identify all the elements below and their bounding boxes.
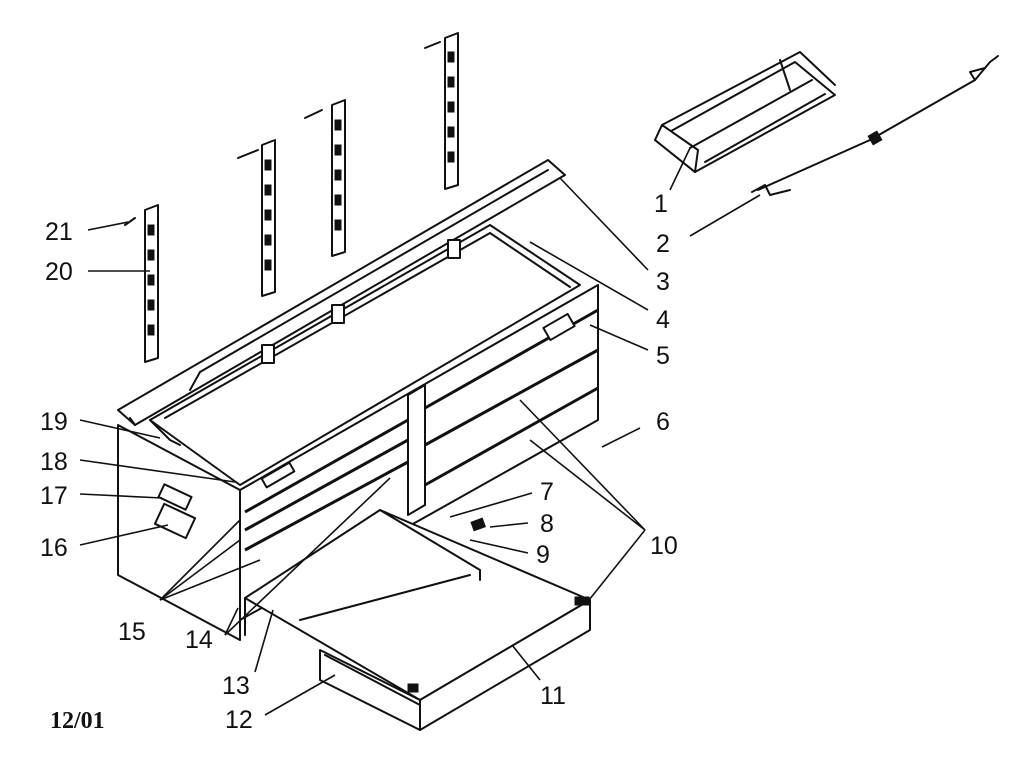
callout-11: 11 [540, 682, 566, 710]
callout-1: 1 [654, 190, 668, 218]
callout-18: 18 [40, 448, 68, 476]
screws [124, 41, 441, 226]
callout-labels: 1 2 3 4 5 6 7 8 9 10 11 12 13 14 15 16 1… [40, 190, 678, 734]
callout-2: 2 [656, 230, 670, 258]
callout-17: 17 [40, 482, 68, 510]
rail-strip-b [261, 139, 276, 297]
callout-5: 5 [656, 342, 670, 370]
callout-4: 4 [656, 306, 670, 334]
callout-10: 10 [650, 532, 678, 560]
callout-9: 9 [536, 541, 550, 569]
callout-21: 21 [45, 218, 73, 246]
callout-19: 19 [40, 408, 68, 436]
rail-strip-d [444, 32, 459, 190]
callout-8: 8 [540, 510, 554, 538]
bottom-drawer [244, 509, 591, 731]
rail-strip-c [331, 99, 346, 257]
callout-16: 16 [40, 534, 68, 562]
side-rail-strips [124, 32, 459, 363]
lid-support-rod [751, 55, 999, 196]
leader-lines [79, 147, 761, 716]
drawer-pull-knob [470, 517, 486, 532]
callout-6: 6 [656, 408, 670, 436]
date-code: 12/01 [50, 708, 105, 734]
callout-20: 20 [45, 258, 73, 286]
callout-7: 7 [540, 478, 554, 506]
rail-strip-a [144, 204, 159, 363]
callout-3: 3 [656, 268, 670, 296]
tote-tray [654, 51, 836, 173]
callout-14: 14 [185, 626, 213, 654]
callout-12: 12 [225, 706, 253, 734]
callout-13: 13 [222, 672, 250, 700]
callout-15: 15 [118, 618, 146, 646]
